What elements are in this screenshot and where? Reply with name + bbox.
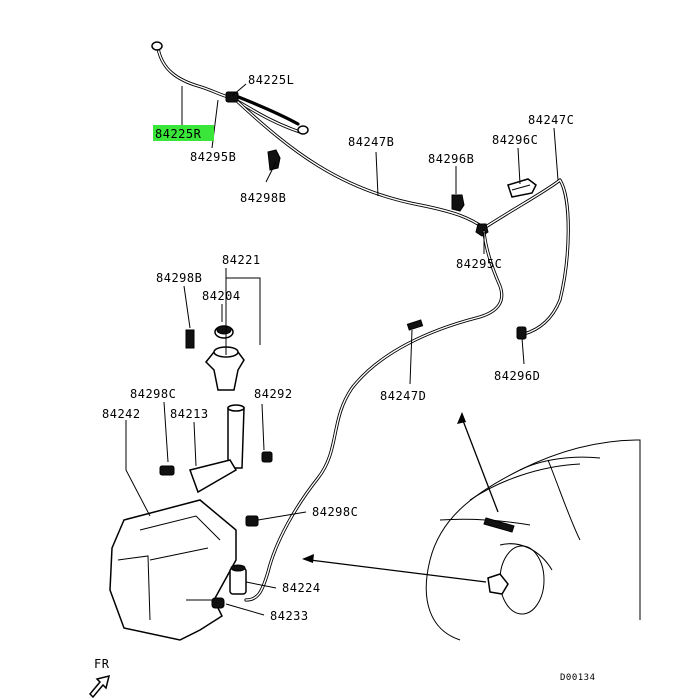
part-labels: 84225R 84225L 84295B 84298B 84247B 84296…	[102, 73, 574, 623]
highlight-box	[153, 125, 214, 141]
front-direction-indicator: FR	[88, 657, 111, 699]
label-84225L[interactable]: 84225L	[248, 73, 294, 87]
label-84296B[interactable]: 84296B	[428, 152, 474, 166]
front-direction-arrow-icon	[88, 674, 111, 699]
label-84292[interactable]: 84292	[254, 387, 293, 401]
leader-lines	[125, 83, 559, 616]
label-84295C[interactable]: 84295C	[456, 257, 502, 271]
label-84298B-mid[interactable]: 84298B	[156, 271, 202, 285]
nozzle-hose-assembly	[151, 41, 570, 602]
label-84204[interactable]: 84204	[202, 289, 241, 303]
label-84298C-left[interactable]: 84298C	[130, 387, 176, 401]
label-84242[interactable]: 84242	[102, 407, 141, 421]
direction-label: FR	[94, 657, 110, 671]
label-84298B-top[interactable]: 84298B	[240, 191, 286, 205]
label-84224[interactable]: 84224	[282, 581, 321, 595]
label-84247B[interactable]: 84247B	[348, 135, 394, 149]
label-84298C-right[interactable]: 84298C	[312, 505, 358, 519]
label-84247D[interactable]: 84247D	[380, 389, 426, 403]
diagram-code: D00134	[560, 673, 596, 683]
label-84233[interactable]: 84233	[270, 609, 309, 623]
label-84221[interactable]: 84221	[222, 253, 261, 267]
vehicle-location-view	[302, 412, 641, 641]
label-84225R[interactable]: 84225R	[155, 127, 202, 141]
label-84296C[interactable]: 84296C	[492, 133, 538, 147]
label-84296D[interactable]: 84296D	[494, 369, 540, 383]
label-84247C[interactable]: 84247C	[528, 113, 574, 127]
label-84213[interactable]: 84213	[170, 407, 209, 421]
label-84295B[interactable]: 84295B	[190, 150, 236, 164]
washer-tank-assembly	[109, 325, 273, 641]
